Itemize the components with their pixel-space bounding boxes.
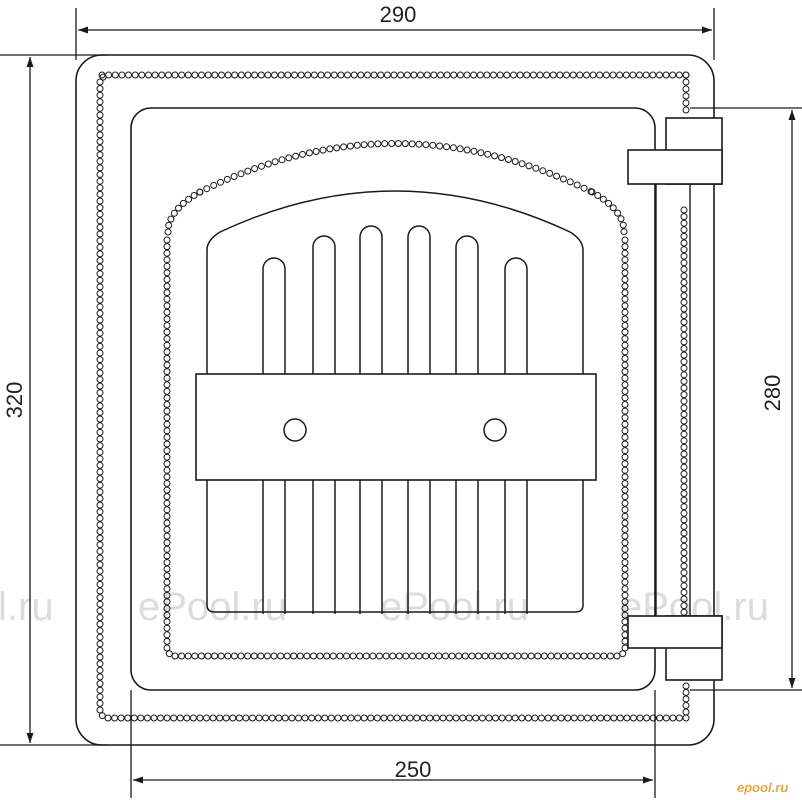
- dimension-label-right: 280: [760, 375, 785, 412]
- hinge-bottom: [627, 615, 723, 681]
- watermark-text: ePool.ru: [138, 585, 287, 629]
- brand-logo: epool.ru: [737, 780, 788, 795]
- rivet-left: [283, 418, 307, 442]
- dimension-label-top: 290: [380, 2, 417, 27]
- dimension-label-left: 320: [2, 382, 27, 419]
- dimension-lines: [26, 26, 796, 784]
- grate-outline: [206, 190, 584, 613]
- hinge-strip: [655, 179, 691, 633]
- slider-plate: [195, 373, 597, 481]
- dimension-label-bottom: 250: [395, 757, 432, 782]
- hinge-top: [627, 117, 723, 185]
- watermark-text: l.ru: [0, 585, 54, 629]
- extension-lines: [0, 8, 802, 798]
- bead-border: [96, 71, 690, 722]
- watermark-text: ePool.ru: [380, 585, 529, 629]
- vent-slots: [262, 225, 528, 614]
- rivet-right: [483, 418, 507, 442]
- door-panel: [130, 107, 656, 691]
- outer-frame: [75, 54, 715, 746]
